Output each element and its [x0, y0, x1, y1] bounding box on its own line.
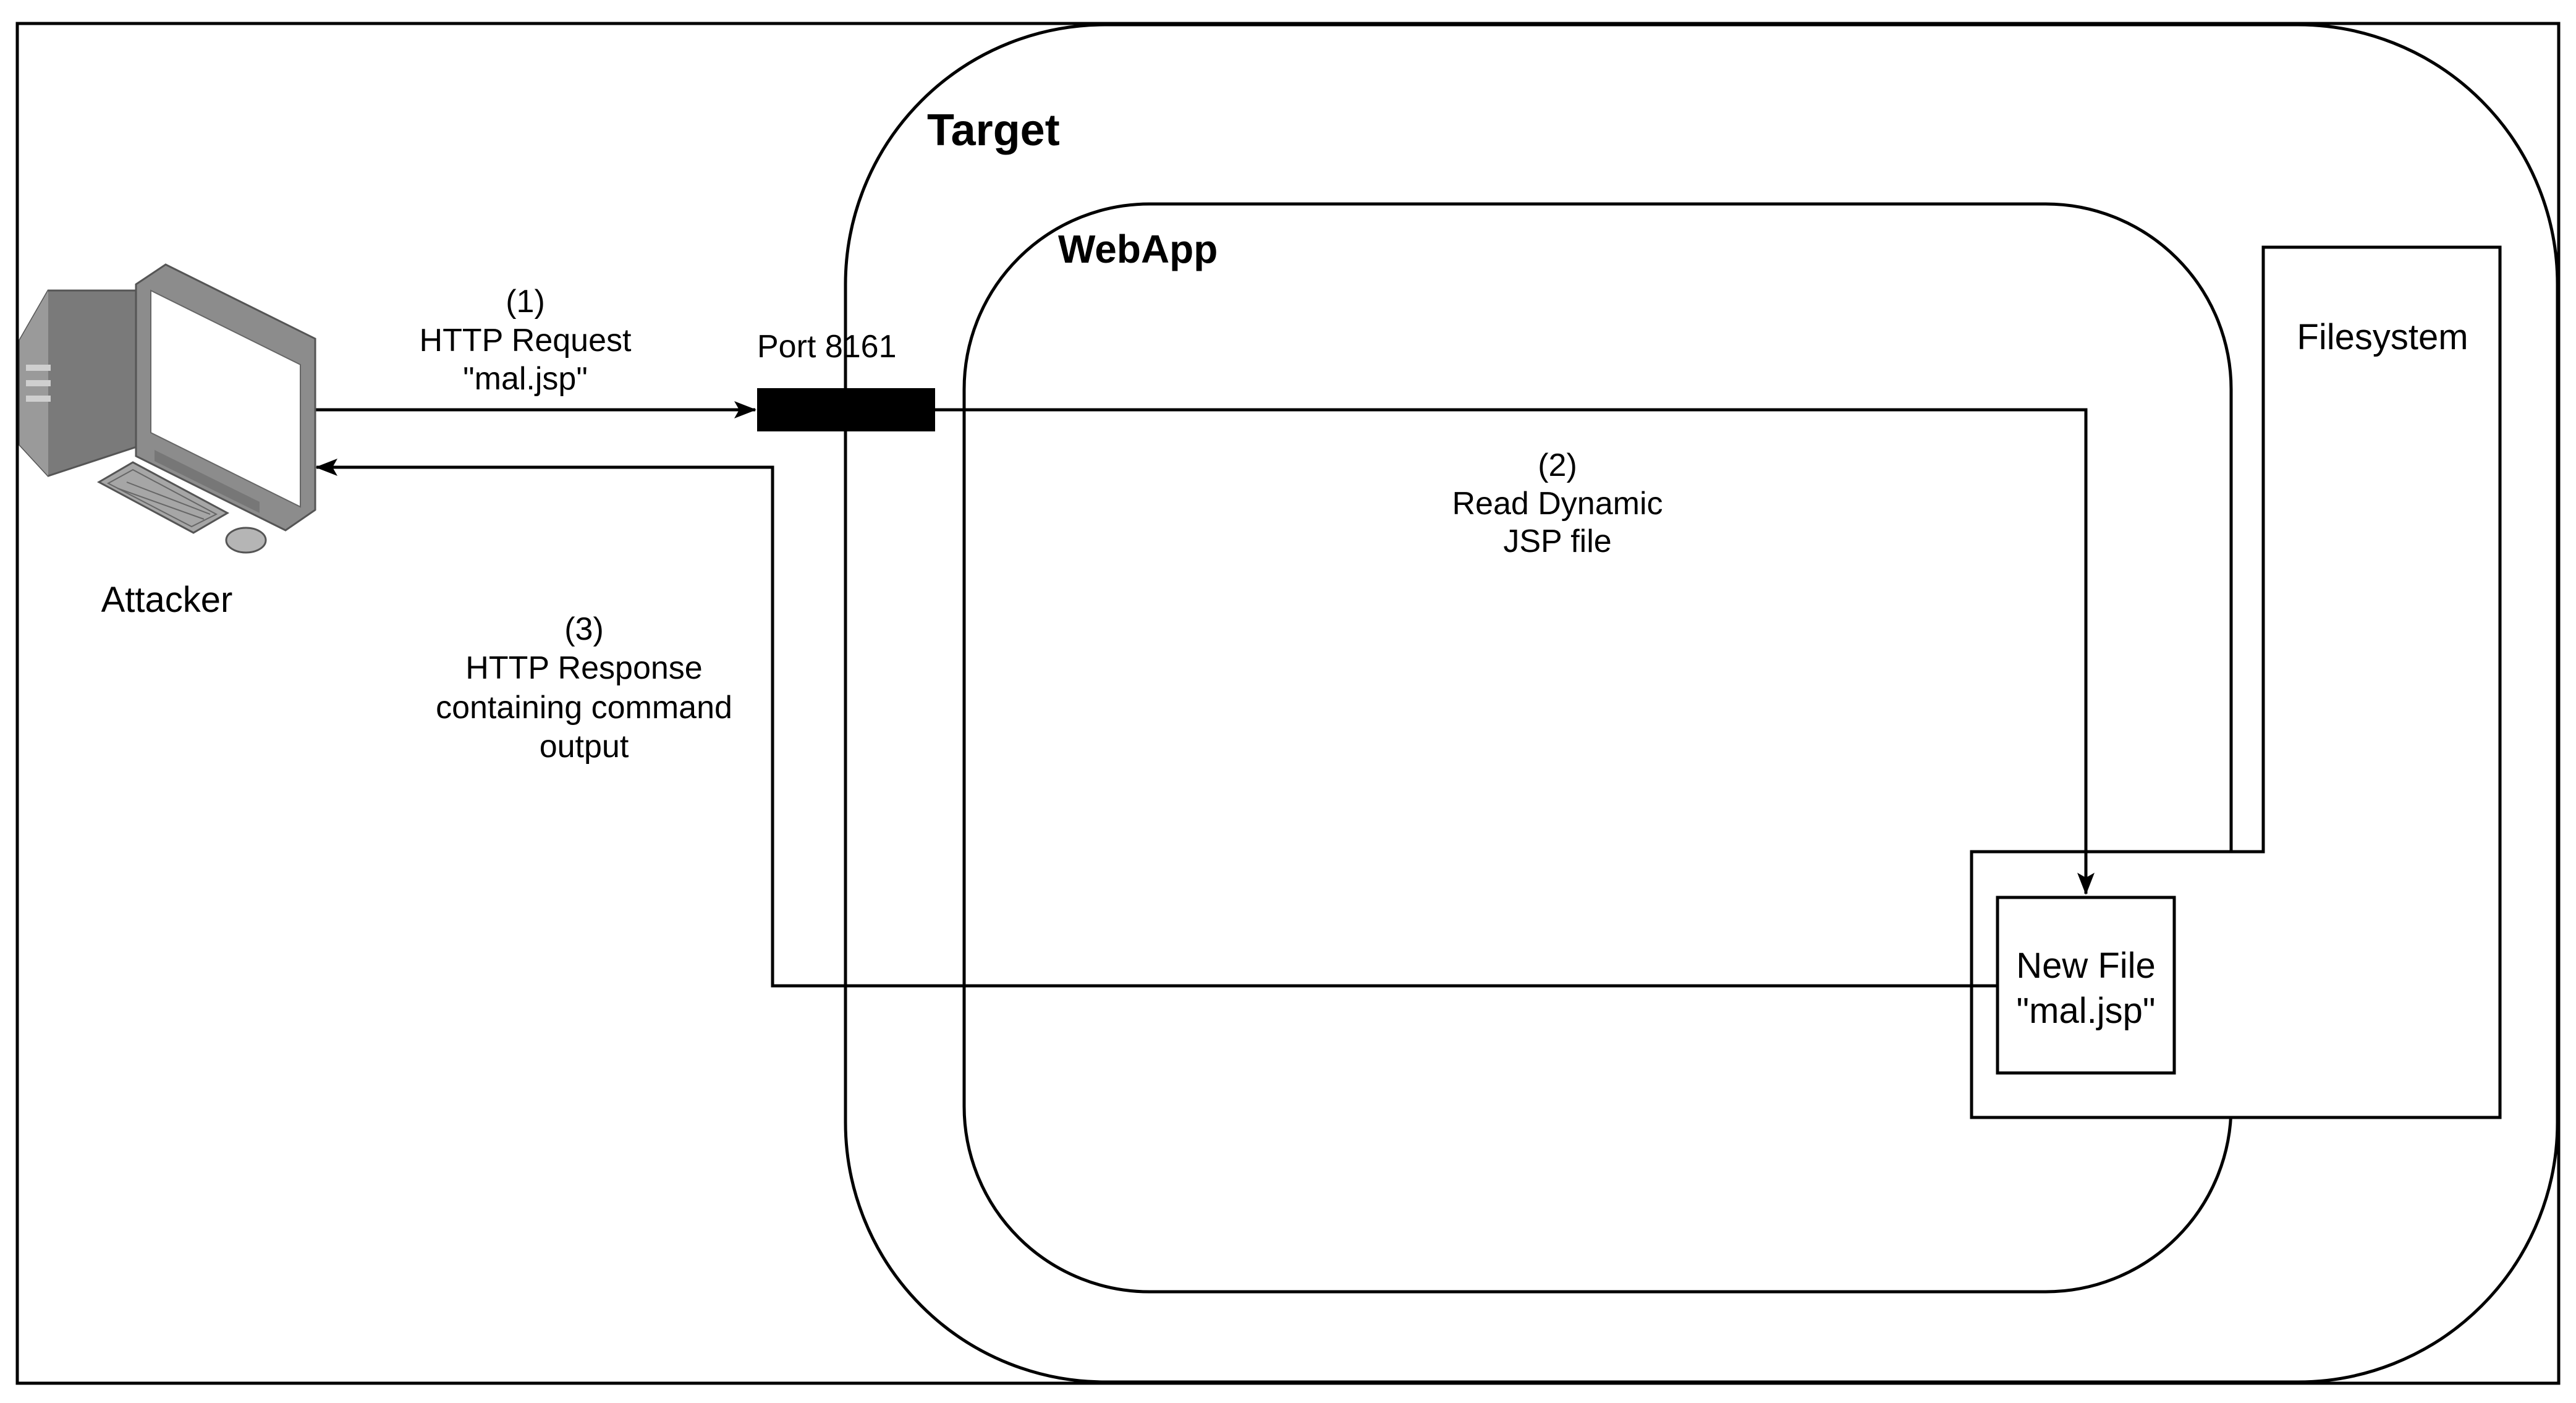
read-step: (2) [1538, 447, 1577, 483]
webapp-container [962, 202, 2233, 1294]
desktop-computer-icon [19, 263, 316, 554]
response-label-line1: HTTP Response [465, 650, 702, 686]
read-label-line2: JSP file [1503, 523, 1611, 559]
request-step: (1) [506, 284, 545, 320]
target-container [844, 23, 2559, 1384]
new-file-label-line1: New File [2016, 946, 2156, 986]
request-label-line1: HTTP Request [420, 323, 632, 358]
request-label-line2: "mal.jsp" [463, 361, 588, 397]
response-arrow [315, 459, 1998, 988]
response-label-line3: output [540, 729, 629, 765]
filesystem-label: Filesystem [2297, 317, 2468, 357]
webapp-label: WebApp [1058, 227, 1218, 271]
new-file-label-line2: "mal.jsp" [2017, 991, 2156, 1031]
port-block [757, 388, 935, 431]
port-label: Port 8161 [757, 329, 897, 365]
new-file-box [1996, 896, 2176, 1075]
read-label-line1: Read Dynamic [1452, 486, 1663, 522]
response-label-line2: containing command [436, 690, 732, 726]
diagram-frame [15, 22, 2561, 1385]
attacker-label: Attacker [101, 580, 233, 620]
target-label: Target [927, 106, 1060, 155]
response-step: (3) [564, 611, 604, 647]
read-arrow [935, 408, 2095, 895]
